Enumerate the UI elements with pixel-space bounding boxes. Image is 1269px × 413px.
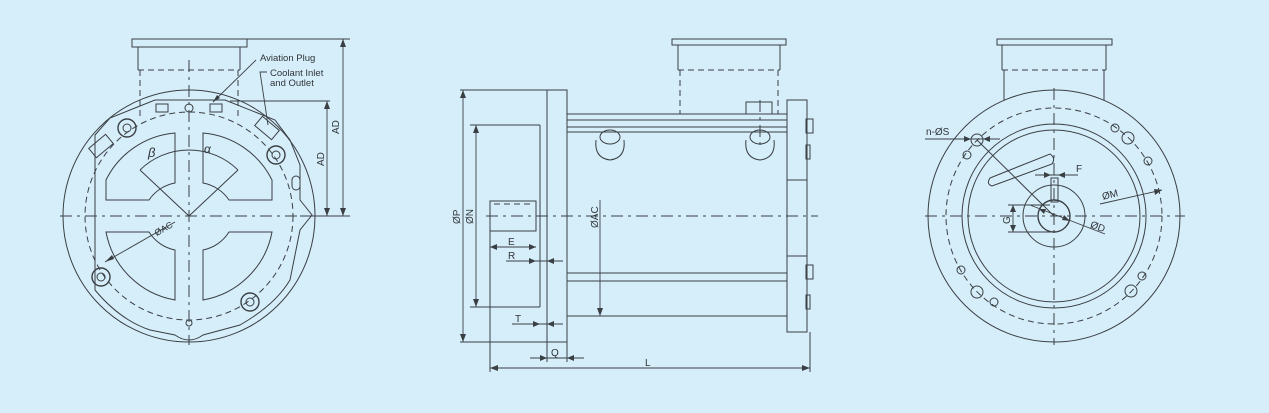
p-label: ØP <box>452 209 463 224</box>
front-ac-label: ØAC <box>153 219 175 238</box>
d-label: ØD <box>1089 220 1107 235</box>
rear-view: n-ØS F ØM G ØD <box>925 38 1185 345</box>
m-label: ØM <box>1101 188 1119 203</box>
side-view: ØP ØN ØAC E R T Q L <box>452 38 818 372</box>
t-label: T <box>515 314 521 325</box>
aviation-plug-label: Aviation Plug <box>260 53 315 64</box>
side-ac-label: ØAC <box>590 206 601 228</box>
alpha-label: α <box>204 142 212 156</box>
s-label: n-ØS <box>926 127 950 138</box>
r-label: R <box>508 251 515 262</box>
q-label: Q <box>551 348 559 359</box>
coolant-label-line2: and Outlet <box>270 78 314 89</box>
e-label: E <box>508 237 515 248</box>
coolant-label-line1: Coolant Inlet <box>270 68 324 79</box>
n-label: ØN <box>465 209 476 224</box>
beta-label: β <box>147 145 156 160</box>
ad-outer-label: AD <box>331 120 342 134</box>
ad-inner-label: AD <box>316 152 327 166</box>
f-label: F <box>1076 164 1082 175</box>
l-label: L <box>645 358 651 369</box>
g-label: G <box>1002 216 1013 224</box>
front-view: β α ØAC AD AD Aviation Plug Coolant Inle… <box>60 38 350 345</box>
